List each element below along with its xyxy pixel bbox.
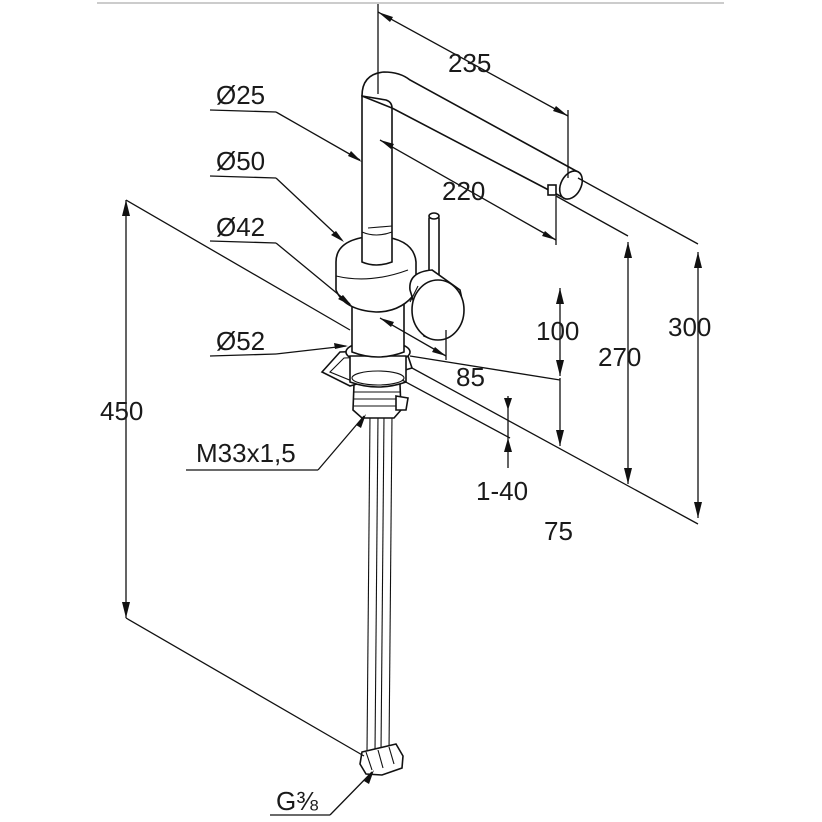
- spout-arm: [361, 71, 584, 200]
- label-dia-42: Ø42: [216, 212, 265, 242]
- spout-riser: [361, 94, 393, 266]
- dimension-labels: 235 220 300 270 100 75 450 85 1-40 Ø25 Ø…: [100, 48, 711, 816]
- neck: [351, 301, 405, 358]
- label-thread: M33x1,5: [196, 438, 296, 468]
- label-1-40: 1-40: [476, 476, 528, 506]
- label-300: 300: [668, 312, 711, 342]
- label-220: 220: [442, 176, 485, 206]
- label-75: 75: [544, 516, 573, 546]
- label-235: 235: [448, 48, 491, 78]
- dimension-lines: [122, 4, 702, 816]
- label-dia-52: Ø52: [216, 326, 265, 356]
- body: [335, 235, 417, 313]
- label-85: 85: [456, 362, 485, 392]
- supply-hoses: [359, 414, 404, 776]
- label-450: 450: [100, 396, 143, 426]
- label-dia-25: Ø25: [216, 80, 265, 110]
- label-270: 270: [598, 342, 641, 372]
- threaded-shank: [352, 383, 409, 419]
- lever-handle: [409, 212, 465, 341]
- label-dia-50: Ø50: [216, 146, 265, 176]
- label-connector: G⅜: [276, 786, 318, 816]
- faucet: [320, 71, 584, 776]
- label-100: 100: [536, 316, 579, 346]
